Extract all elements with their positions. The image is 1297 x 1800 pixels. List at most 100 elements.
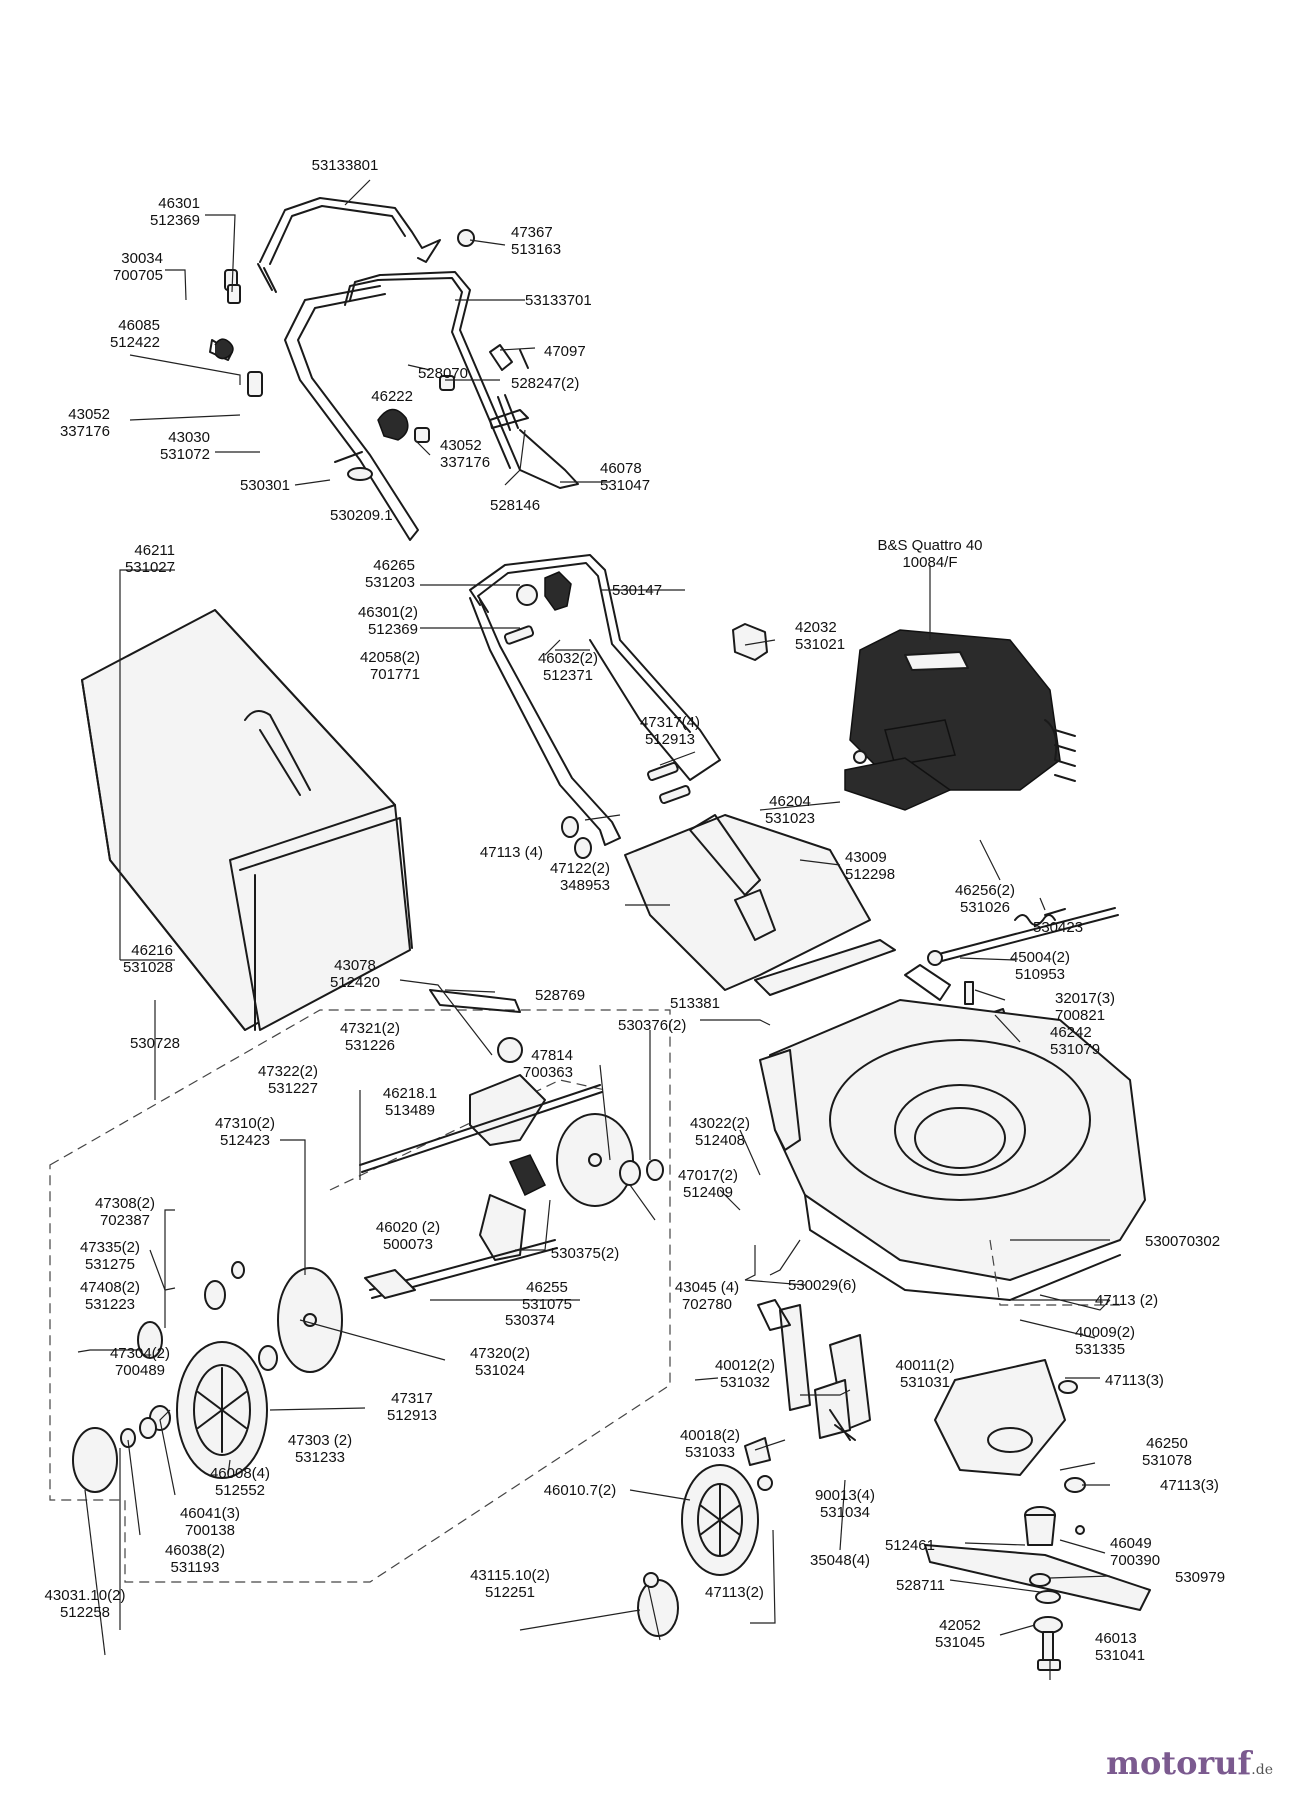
part-label-line: 512913 bbox=[387, 1407, 437, 1424]
part-label-line: 531203 bbox=[365, 574, 415, 591]
watermark-brand: motoruf bbox=[1106, 1744, 1252, 1782]
part-label-line: 40012(2) bbox=[715, 1357, 775, 1374]
watermark-tld: .de bbox=[1251, 1762, 1273, 1778]
part-label: 530147 bbox=[612, 582, 662, 599]
part-label-line: 528711 bbox=[896, 1577, 945, 1594]
part-label: 530301 bbox=[240, 477, 290, 494]
part-label-line: 40011(2) bbox=[896, 1357, 955, 1374]
part-label: 46041(3)700138 bbox=[180, 1505, 240, 1539]
part-label-line: 700821 bbox=[1055, 1007, 1105, 1024]
part-label: 530376(2) bbox=[618, 1017, 686, 1034]
upper-handle-bar bbox=[257, 197, 441, 293]
part-label-line: 46038(2) bbox=[165, 1542, 225, 1559]
part-label-line: 512369 bbox=[368, 621, 418, 638]
part-label-line: 531027 bbox=[125, 559, 175, 576]
part-label-line: 530147 bbox=[612, 582, 662, 599]
part-label-line: 531335 bbox=[1075, 1341, 1125, 1358]
part-label: 40012(2)531032 bbox=[715, 1357, 775, 1391]
grass-catcher-bag bbox=[81, 609, 413, 1031]
part-label-line: 512913 bbox=[645, 731, 695, 748]
drive-gearbox bbox=[359, 989, 664, 1299]
part-label-line: 47113 (2) bbox=[1095, 1292, 1158, 1309]
part-label-line: 40009(2) bbox=[1075, 1324, 1135, 1341]
part-label-line: 531041 bbox=[1095, 1647, 1145, 1664]
part-label-line: 531227 bbox=[268, 1080, 318, 1097]
part-label-line: 46085 bbox=[118, 317, 160, 334]
part-label: 47113(3) bbox=[1105, 1372, 1164, 1389]
part-label: 46032(2)512371 bbox=[538, 650, 598, 684]
part-label-line: 530029(6) bbox=[788, 1277, 856, 1294]
part-label-line: 337176 bbox=[60, 423, 110, 440]
part-label-line: 53133801 bbox=[312, 157, 379, 174]
part-label: 47303 (2)531233 bbox=[288, 1432, 352, 1466]
part-label-line: 530301 bbox=[240, 477, 290, 494]
part-label-line: 700390 bbox=[1110, 1552, 1160, 1569]
part-label-line: 46218.1 bbox=[383, 1085, 437, 1102]
part-label-line: 43052 bbox=[440, 437, 482, 454]
part-label-line: 700489 bbox=[115, 1362, 165, 1379]
part-label-line: 47321(2) bbox=[340, 1020, 400, 1037]
part-label: 530728 bbox=[130, 1035, 180, 1052]
part-label: 46222 bbox=[371, 388, 413, 405]
part-label-line: 513381 bbox=[670, 995, 720, 1012]
part-label-line: 47308(2) bbox=[95, 1195, 155, 1212]
part-label-line: 47322(2) bbox=[258, 1063, 318, 1080]
blade-assembly bbox=[924, 1359, 1151, 1671]
part-label-line: 46250 bbox=[1146, 1435, 1188, 1452]
part-label: 35048(4) bbox=[810, 1552, 870, 1569]
lower-handle-bar bbox=[284, 271, 579, 541]
part-label-line: 500073 bbox=[383, 1236, 433, 1253]
part-label-line: 700705 bbox=[113, 267, 163, 284]
part-label-line: 46204 bbox=[769, 793, 811, 810]
part-label: 47320(2)531024 bbox=[470, 1345, 530, 1379]
part-label-line: 531193 bbox=[171, 1559, 220, 1576]
part-label-line: 531047 bbox=[600, 477, 650, 494]
part-label-line: 531032 bbox=[720, 1374, 770, 1391]
part-label: 43045 (4)702780 bbox=[675, 1279, 739, 1313]
part-label-line: 46049 bbox=[1110, 1535, 1152, 1552]
rear-wheel-left bbox=[72, 1261, 343, 1493]
part-label-line: 47408(2) bbox=[80, 1279, 140, 1296]
part-label-line: 46256(2) bbox=[955, 882, 1015, 899]
part-label-line: 512420 bbox=[330, 974, 380, 991]
engine-briggs-stratton bbox=[844, 629, 1076, 811]
part-label: 528769 bbox=[535, 987, 585, 1004]
part-label-line: 10084/F bbox=[902, 554, 957, 571]
part-label-line: 512251 bbox=[485, 1584, 535, 1601]
part-label-line: 46265 bbox=[373, 557, 415, 574]
part-label-line: 46078 bbox=[600, 460, 642, 477]
part-label-line: 35048(4) bbox=[810, 1552, 870, 1569]
part-label: 43031.10(2)512258 bbox=[45, 1587, 126, 1621]
part-label-line: 512552 bbox=[215, 1482, 265, 1499]
part-label-line: 531024 bbox=[475, 1362, 525, 1379]
part-label: 528711 bbox=[896, 1577, 945, 1594]
part-label-line: 700138 bbox=[185, 1522, 235, 1539]
part-label: 530375(2) bbox=[551, 1245, 619, 1262]
part-label-line: 528070 bbox=[418, 365, 468, 382]
part-label: 47017(2)512409 bbox=[678, 1167, 738, 1201]
part-label-line: 42052 bbox=[939, 1617, 981, 1634]
part-label-line: 528247(2) bbox=[511, 375, 579, 392]
part-label: 47097 bbox=[544, 343, 586, 360]
part-label-line: 531072 bbox=[160, 446, 210, 463]
part-label: 90013(4)531034 bbox=[815, 1487, 875, 1521]
part-label: 47122(2)348953 bbox=[550, 860, 610, 894]
part-label-line: 47367 bbox=[511, 224, 553, 241]
part-label-line: 47310(2) bbox=[215, 1115, 275, 1132]
part-label-line: 43115.10(2) bbox=[470, 1567, 550, 1584]
part-label-line: 530423 bbox=[1033, 919, 1083, 936]
part-label-line: 528146 bbox=[490, 497, 540, 514]
part-label: 47304(2)700489 bbox=[110, 1345, 170, 1379]
part-label-line: 46020 (2) bbox=[376, 1219, 440, 1236]
